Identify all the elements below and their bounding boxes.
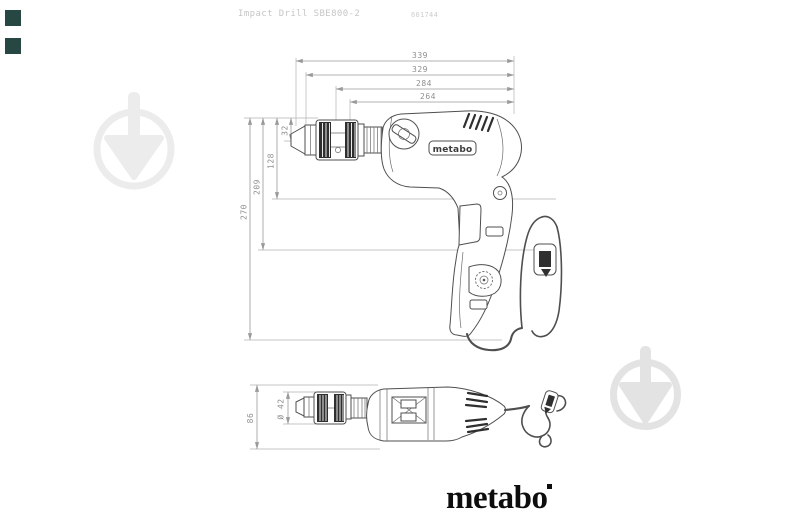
dim-label: 339 xyxy=(412,51,428,60)
watermark-drop-badge-icon xyxy=(610,346,681,430)
cord-knot xyxy=(521,390,567,448)
dim-label: 128 xyxy=(267,153,276,169)
power-cord xyxy=(465,326,524,352)
watermark-square-icon xyxy=(5,10,21,26)
dim-label: 32 xyxy=(281,125,290,136)
cord-hook xyxy=(519,215,563,338)
watermark-drop-badge-icon xyxy=(93,92,175,190)
gear-icon xyxy=(475,271,493,289)
drill-side-view: metabo xyxy=(290,110,563,352)
dim-label: 209 xyxy=(253,179,262,195)
drill-top-view xyxy=(295,386,567,448)
dim-label: 284 xyxy=(416,79,432,88)
page-title: Impact Drill SBE800-2 xyxy=(238,9,361,19)
lock-button xyxy=(493,186,507,200)
metabo-logo: metabo xyxy=(446,480,552,516)
dim-label: 270 xyxy=(240,204,249,220)
body-brand-label: metabo xyxy=(433,145,473,155)
dim-label: Ø 42 xyxy=(276,398,286,419)
vent-slots-top xyxy=(464,391,490,434)
article-number: 601744 xyxy=(411,11,439,19)
vent-slots xyxy=(462,112,495,133)
metabo-logo-text: metabo xyxy=(446,480,548,516)
side-view-dimension-lines xyxy=(247,58,515,341)
dim-label: 329 xyxy=(412,65,428,74)
trigger xyxy=(458,203,482,246)
chuck-jaws xyxy=(290,125,306,155)
top-view-dimension-lines xyxy=(254,384,291,450)
body-badge xyxy=(428,140,477,156)
top-view-dimension-labels: 86 Ø 42 xyxy=(246,398,286,423)
dim-label: 86 xyxy=(246,413,255,424)
logo-dot xyxy=(547,484,552,489)
side-view-dimension-labels: 339 329 284 264 270 209 128 32 xyxy=(240,51,436,220)
dim-label: 264 xyxy=(420,92,436,101)
watermark-square-icon xyxy=(5,38,21,54)
